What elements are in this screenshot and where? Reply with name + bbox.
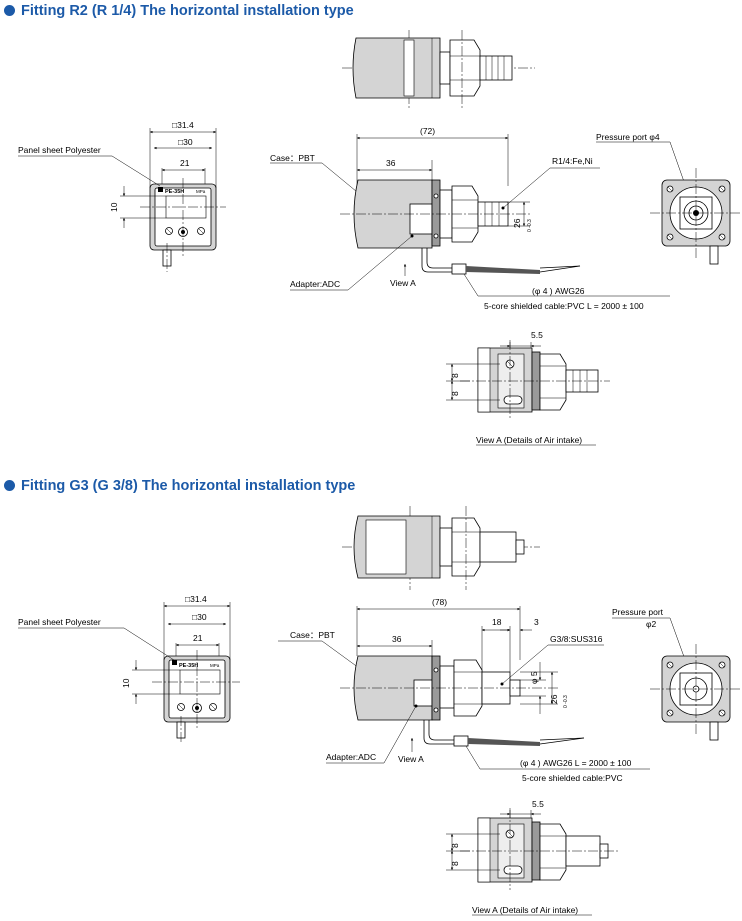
label-view-a: View A [390, 278, 416, 288]
r2-view-a-detail: 5.5 8 8 View A (Details of Air intake) [446, 330, 610, 446]
label-thread: R1/4:Fe,Ni [552, 156, 593, 166]
section-title-g3: Fitting G3 (G 3/8) The horizontal instal… [4, 478, 355, 494]
svg-text:36: 36 [386, 158, 396, 168]
svg-text:□31.4: □31.4 [185, 594, 207, 604]
section-title-r2: Fitting R2 (R 1/4) The horizontal instal… [4, 3, 354, 19]
svg-text:□30: □30 [178, 137, 193, 147]
label-awg: (φ 4 ) AWG26 L = 2000 ± 100 [520, 758, 632, 768]
caption-view-a: View A (Details of Air intake) [476, 435, 582, 445]
svg-text:21: 21 [180, 158, 190, 168]
svg-text:MPa: MPa [210, 663, 220, 668]
label-adapter: Adapter:ADC [326, 752, 376, 762]
label-pressure-port: Pressure port φ4 [596, 132, 660, 142]
label-panel-sheet: Panel sheet Polyester [18, 145, 101, 155]
svg-text:26: 26 [549, 694, 559, 704]
svg-text:36: 36 [392, 634, 402, 644]
svg-text:MPa: MPa [196, 189, 206, 194]
label-cable: 5-core shielded cable:PVC L = 2000 ± 100 [484, 301, 644, 311]
r2-rear-view: Pressure port φ4 [596, 132, 742, 265]
svg-text:10: 10 [121, 678, 131, 688]
label-case: Case：PBT [270, 153, 315, 163]
label-pressure-port: Pressure port [612, 607, 664, 617]
svg-text:PE-35H: PE-35H [165, 189, 184, 195]
svg-text:8: 8 [450, 861, 460, 866]
svg-text:10: 10 [109, 202, 119, 212]
svg-text:26: 26 [512, 218, 522, 228]
label-cable: 5-core shielded cable:PVC [522, 773, 623, 783]
caption-view-a: View A (Details of Air intake) [472, 905, 578, 915]
svg-text:φ 5: φ 5 [529, 671, 539, 684]
svg-text:0 -0.3: 0 -0.3 [563, 695, 569, 708]
svg-text:21: 21 [193, 633, 203, 643]
g3-rear-view: Pressure port φ2 [612, 607, 742, 741]
svg-text:5.5: 5.5 [532, 799, 544, 809]
svg-text:PE-35H: PE-35H [179, 663, 198, 669]
label-thread: G3/8:SUS316 [550, 634, 603, 644]
svg-text:8: 8 [450, 373, 460, 378]
svg-text:0 -0.3: 0 -0.3 [527, 219, 533, 232]
label-view-a: View A [398, 754, 424, 764]
svg-text:□31.4: □31.4 [172, 120, 194, 130]
label-panel-sheet: Panel sheet Polyester [18, 617, 101, 627]
bullet-icon [4, 480, 15, 491]
g3-side-view: (78) 36 18 3 Case：PBT φ 5 26 [278, 597, 650, 783]
r2-top-view [342, 30, 535, 108]
label-adapter: Adapter:ADC [290, 279, 340, 289]
svg-text:8: 8 [450, 391, 460, 396]
bullet-icon [4, 5, 15, 16]
r2-front-view: □31.4 □30 21 PE-35H MPa 10 Panel sheet P… [18, 120, 226, 272]
svg-text:18: 18 [492, 617, 502, 627]
svg-text:3: 3 [534, 617, 539, 627]
svg-text:(72): (72) [420, 126, 435, 136]
g3-front-view: □31.4 □30 21 PE-35H MPa 10 Panel sheet P… [18, 594, 240, 744]
label-case: Case：PBT [290, 630, 335, 640]
svg-text:8: 8 [450, 843, 460, 848]
svg-text:(78): (78) [432, 597, 447, 607]
label-awg: (φ 4 ) AWG26 [532, 286, 585, 296]
g3-view-a-detail: 5.5 8 8 View A (Details of Air intake) [446, 799, 620, 916]
g3-top-view [342, 506, 540, 590]
svg-text:□30: □30 [192, 612, 207, 622]
svg-text:5.5: 5.5 [531, 330, 543, 340]
r2-side-view: (72) 36 Case：PBT 26 0 -0.3 R1/4:Fe,Ni [270, 126, 670, 311]
svg-text:φ2: φ2 [646, 619, 657, 629]
